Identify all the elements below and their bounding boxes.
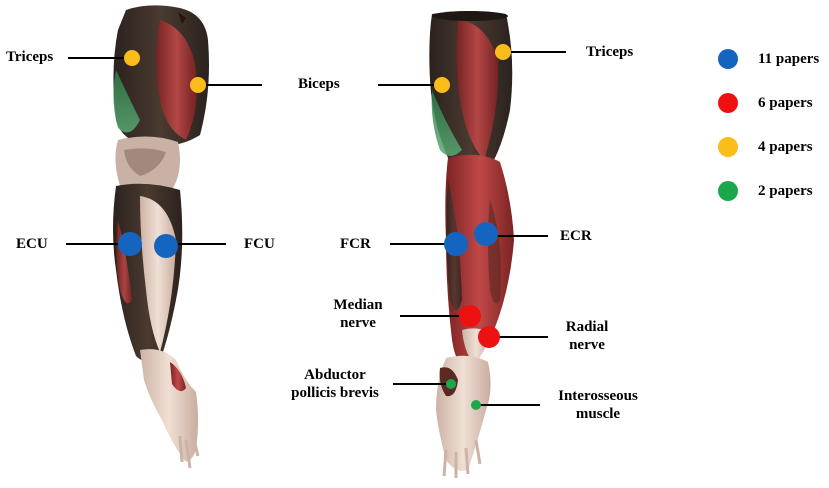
label-triceps-left: Triceps bbox=[6, 49, 54, 65]
dot-radial-nerve bbox=[478, 326, 500, 348]
right-arm-illustration bbox=[429, 11, 514, 478]
left-biceps-muscle bbox=[156, 20, 197, 140]
label-interosseous: Interosseous muscle bbox=[546, 387, 650, 423]
left-shoulder-notch bbox=[178, 12, 186, 24]
legend-dot-blue bbox=[718, 49, 738, 69]
dot-ecr bbox=[474, 222, 498, 246]
dot-fcu bbox=[154, 234, 178, 258]
legend-dot-red bbox=[718, 93, 738, 113]
dot-biceps-left bbox=[190, 77, 206, 93]
label-ecu: ECU bbox=[16, 236, 48, 252]
right-fingers bbox=[442, 439, 482, 478]
dot-biceps-right bbox=[434, 77, 450, 93]
label-abductor-line2: pollicis brevis bbox=[291, 385, 379, 401]
dot-fcr bbox=[444, 232, 468, 256]
label-biceps: Biceps bbox=[298, 76, 340, 92]
dot-ecu bbox=[118, 232, 142, 256]
label-radial-nerve: Radial nerve bbox=[552, 318, 622, 354]
legend-item-2-papers: 2 papers bbox=[718, 180, 813, 202]
label-triceps-right: Triceps bbox=[586, 44, 634, 60]
legend-dot-yellow bbox=[718, 137, 738, 157]
dot-triceps-right bbox=[495, 44, 511, 60]
label-ecr: ECR bbox=[560, 228, 592, 244]
label-median-nerve: Median nerve bbox=[320, 296, 396, 332]
right-nerve-sheath bbox=[431, 90, 462, 156]
dot-median-nerve bbox=[459, 305, 481, 327]
legend-label: 2 papers bbox=[758, 182, 813, 199]
left-nerve-sheath bbox=[113, 70, 140, 133]
label-abductor-line1: Abductor bbox=[304, 367, 366, 383]
right-biceps-muscle bbox=[456, 20, 499, 160]
label-interosseous-line2: muscle bbox=[575, 406, 621, 422]
label-radial-nerve-line2: nerve bbox=[569, 337, 605, 353]
dot-triceps-left bbox=[124, 50, 140, 66]
label-median-nerve-line1: Median bbox=[333, 297, 383, 313]
right-shoulder-top bbox=[432, 11, 508, 21]
legend-label: 4 papers bbox=[758, 138, 813, 155]
left-hand-muscle bbox=[170, 362, 186, 392]
label-median-nerve-line2: nerve bbox=[340, 315, 376, 331]
left-hand bbox=[140, 349, 198, 462]
legend-item-11-papers: 11 papers bbox=[718, 48, 819, 70]
legend-label: 11 papers bbox=[758, 50, 820, 67]
label-fcu: FCU bbox=[244, 236, 275, 252]
legend-item-4-papers: 4 papers bbox=[718, 136, 813, 158]
legend-item-6-papers: 6 papers bbox=[718, 92, 813, 114]
label-fcr: FCR bbox=[340, 236, 371, 252]
left-fingers bbox=[178, 431, 200, 469]
label-abductor: Abductor pollicis brevis bbox=[280, 366, 390, 402]
left-elbow-shadow bbox=[124, 148, 166, 176]
marker-dots bbox=[118, 44, 511, 410]
legend-dot-green bbox=[718, 181, 738, 201]
dot-abductor bbox=[446, 379, 456, 389]
label-radial-nerve-line1: Radial bbox=[565, 319, 609, 335]
label-interosseous-line1: Interosseous bbox=[558, 388, 638, 404]
legend-label: 6 papers bbox=[758, 94, 813, 111]
dot-interosseous bbox=[471, 400, 481, 410]
